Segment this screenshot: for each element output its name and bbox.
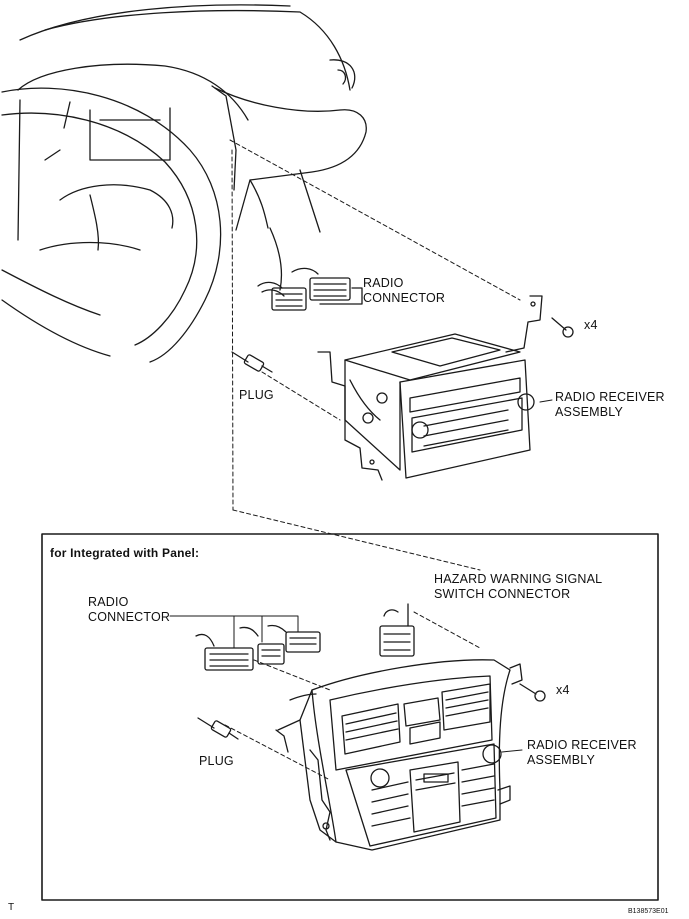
inset-radio-connector	[195, 624, 321, 671]
inset-plug	[197, 717, 239, 740]
inset-frame	[41, 533, 659, 901]
top-radio-receiver-line1: RADIO RECEIVER	[555, 390, 665, 404]
top-screw-qty: x4	[584, 318, 598, 332]
top-plug-label: PLUG	[239, 388, 274, 402]
inset-title: for Integrated with Panel:	[50, 546, 200, 560]
inset-label-leaders	[501, 749, 523, 753]
inset-radio-connector-line2: CONNECTOR	[88, 610, 171, 624]
inset-radio-connector-line1: RADIO	[88, 595, 129, 609]
steering-wheel	[1, 87, 222, 363]
inset-leader-lines	[224, 611, 481, 781]
inset-radio-receiver-line2: ASSEMBLY	[527, 753, 596, 767]
figure-id: B138573E01	[628, 908, 669, 915]
top-screw	[551, 317, 574, 338]
dashboard-outline	[17, 4, 367, 291]
inset-radio-receiver-label: RADIO RECEIVER ASSEMBLY	[527, 738, 637, 768]
inset-radio-receiver-line1: RADIO RECEIVER	[527, 738, 637, 752]
inset-screw	[519, 683, 546, 702]
top-radio-connector-line1: RADIO	[363, 276, 404, 290]
hazard-connector	[379, 603, 415, 657]
top-radio-connector-label: RADIO CONNECTOR	[363, 276, 445, 306]
hazard-connector-label: HAZARD WARNING SIGNAL SWITCH CONNECTOR	[434, 572, 602, 602]
top-leader-lines	[229, 139, 521, 571]
inset-plug-label: PLUG	[199, 754, 234, 768]
hazard-connector-line1: HAZARD WARNING SIGNAL	[434, 572, 603, 586]
footer-left-mark: T	[8, 902, 15, 913]
top-plug	[231, 351, 273, 373]
top-radio-receiver-label: RADIO RECEIVER ASSEMBLY	[555, 390, 665, 420]
top-radio-receiver-line2: ASSEMBLY	[555, 405, 624, 419]
top-radio-receiver	[317, 295, 543, 481]
top-label-leaders	[539, 399, 553, 403]
top-radio-connector-line2: CONNECTOR	[363, 291, 446, 305]
top-radio-connector	[257, 267, 363, 311]
inset-radio-connector-label: RADIO CONNECTOR	[88, 595, 170, 625]
inset-panel-assembly	[275, 659, 523, 851]
hazard-connector-line2: SWITCH CONNECTOR	[434, 587, 571, 601]
inset-connector-leaders	[169, 615, 299, 649]
inset-screw-qty: x4	[556, 683, 570, 697]
